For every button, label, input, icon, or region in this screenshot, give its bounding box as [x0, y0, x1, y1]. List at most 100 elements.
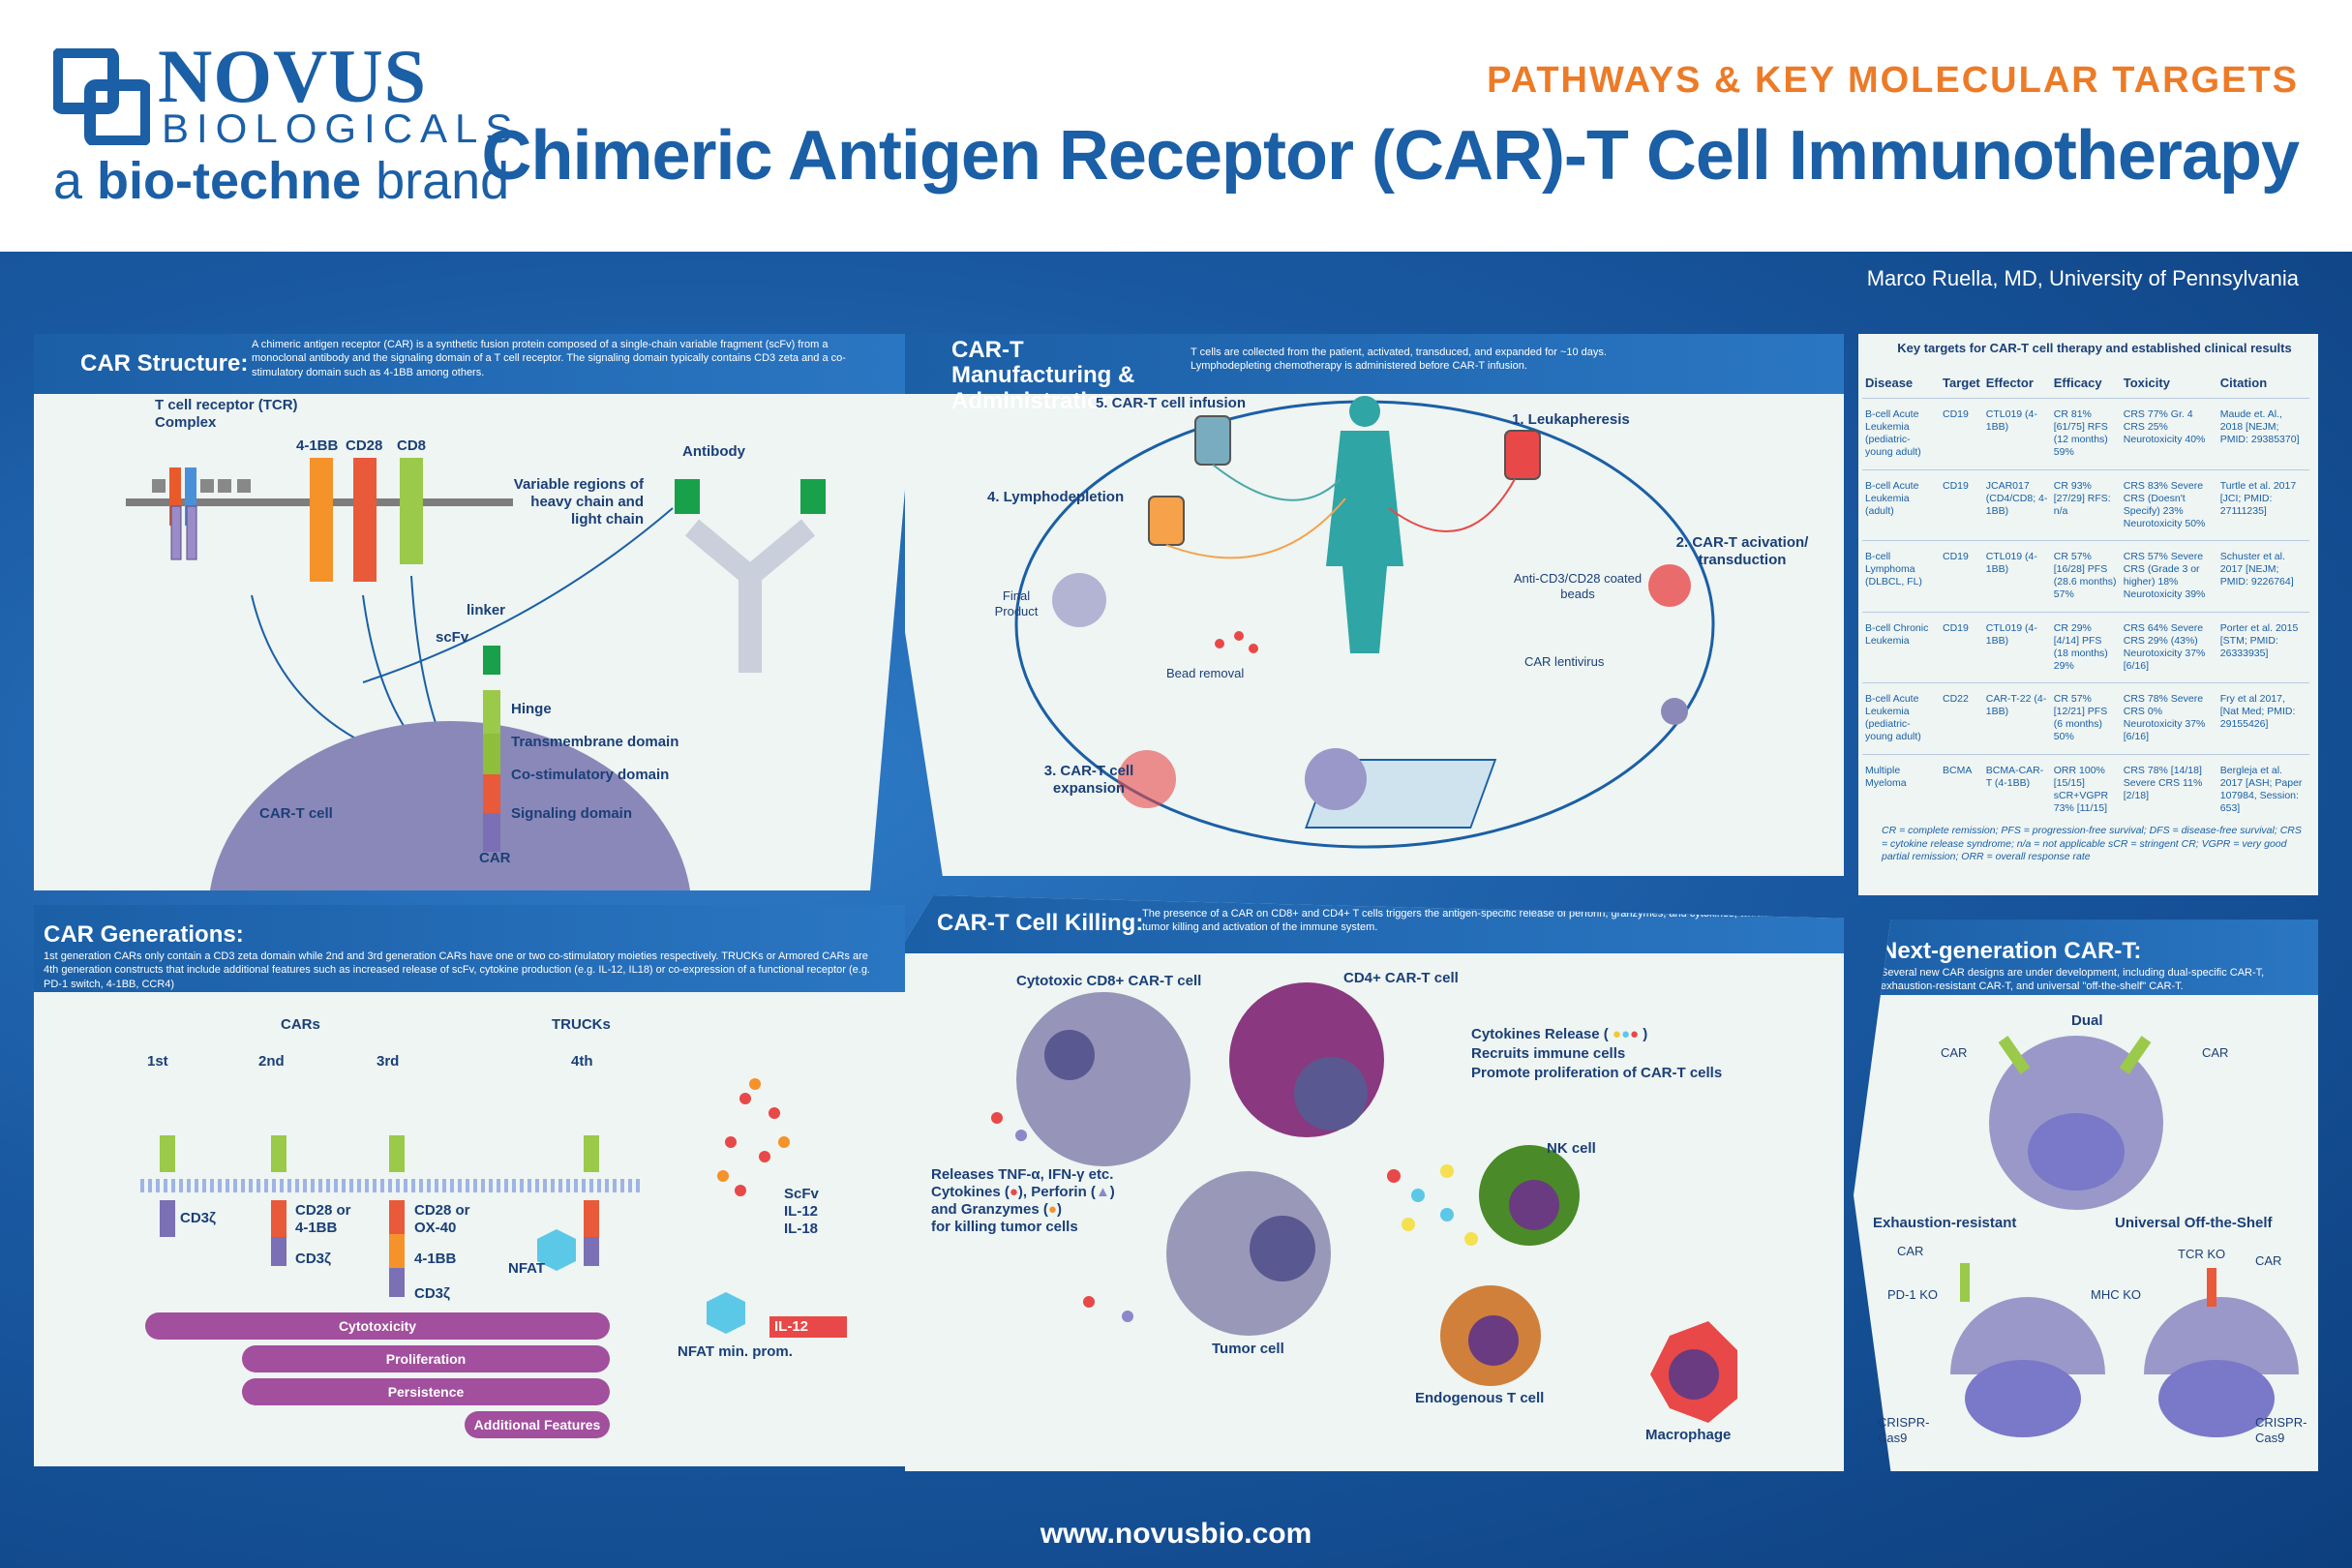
label-car-univ: CAR — [2255, 1253, 2282, 1268]
step-lymphodepletion: 4. Lymphodepletion — [987, 489, 1125, 505]
label-il12-box: IL-12 — [774, 1318, 809, 1335]
label-promote: Promote proliferation of CAR-T cells — [1471, 1065, 1723, 1081]
manufacturing-desc: T cells are collected from the patient, … — [1191, 347, 1607, 373]
cell: CTL019 (4-1BB) — [1982, 398, 2051, 469]
label-releases: Releases TNF-α, IFN-γ etc. Cytokines (●)… — [931, 1166, 1163, 1236]
label-cd28-41bb: CD28 or 4-1BB — [295, 1202, 351, 1236]
cell: CD19 — [1940, 611, 1983, 683]
cell: CRS 57% Severe CRS (Grade 3 or higher) 1… — [2120, 540, 2217, 612]
label-mhc-ko: MHC KO — [2091, 1287, 2141, 1302]
label-crispr-right: CRISPR-Cas9 — [2255, 1415, 2307, 1445]
logo-mark-icon — [53, 48, 150, 145]
table-title: Key targets for CAR-T cell therapy and e… — [1897, 341, 2292, 355]
cell: Fry et al 2017, [Nat Med; PMID: 29155426… — [2216, 682, 2309, 754]
cell: Turtle et al. 2017 [JCI; PMID: 27111235] — [2216, 468, 2309, 541]
releases-line-3: and Granzymes (●) — [931, 1201, 1163, 1219]
generations-diagram — [140, 1078, 847, 1338]
cell: CRS 78% [14/18] Severe CRS 11% [2/18] — [2120, 753, 2217, 825]
releases-text: ) — [1056, 1201, 1062, 1218]
label-payload: ScFv IL-12 IL-18 — [784, 1186, 819, 1237]
cell: CR 81% [61/75] RFS (12 months) 59% — [2050, 398, 2121, 469]
clinical-table: Disease Target Effector Efficacy Toxicit… — [1862, 368, 2309, 825]
bar-proliferation: Proliferation — [242, 1345, 610, 1372]
label-macrophage: Macrophage — [1645, 1427, 1732, 1443]
cell: B-cell Acute Leukemia (pediatric-young a… — [1862, 398, 1940, 469]
granzyme-dot-icon: ● — [1047, 1201, 1057, 1218]
label-gen3: 3rd — [377, 1053, 400, 1070]
releases-text: ) — [1109, 1184, 1115, 1200]
releases-text: and Granzymes ( — [931, 1201, 1048, 1218]
label-crispr-left: CRISPR-Cas9 — [1878, 1415, 1930, 1445]
cell: CD19 — [1940, 540, 1983, 612]
panel-header — [34, 905, 905, 992]
cell: CR 57% [12/21] PFS (6 months) 50% — [2050, 682, 2121, 754]
cell: BCMA — [1940, 753, 1983, 825]
releases-text: Cytokines ( — [931, 1184, 1010, 1200]
label-variable: Variable regions of heavy chain and ligh… — [513, 476, 644, 528]
cell: CRS 77% Gr. 4 CRS 25% Neurotoxicity 40% — [2120, 398, 2217, 469]
col-efficacy: Efficacy — [2053, 376, 2102, 390]
col-citation: Citation — [2219, 376, 2268, 390]
page-title: Chimeric Antigen Receptor (CAR)-T Cell I… — [481, 117, 2300, 195]
label-recruits: Recruits immune cells — [1471, 1045, 1626, 1062]
cell: JCAR017 (CD4/CD8; 4-1BB) — [1982, 468, 2051, 541]
table-footnote: CR = complete remission; PFS = progressi… — [1882, 825, 2302, 863]
cell: Bergleja et al. 2017 [ASH; Paper 107984,… — [2216, 753, 2309, 825]
page-header: NOVUS BIOLOGICALS a bio-techne brand PAT… — [0, 0, 2352, 252]
label-cd3z-1: CD3ζ — [180, 1210, 216, 1226]
label-tm: Transmembrane domain — [511, 734, 679, 750]
tag-post: brand — [361, 152, 510, 210]
tcr-label: T cell receptor (TCR) Complex — [155, 397, 298, 431]
label-nfat: NFAT — [508, 1260, 546, 1277]
cell: CTL019 (4-1BB) — [1982, 540, 2051, 612]
footer-url[interactable]: www.novusbio.com — [1040, 1518, 1312, 1550]
label-41bb: 4-1BB — [296, 437, 339, 454]
releases-line-1: Releases TNF-α, IFN-γ etc. — [931, 1166, 1114, 1183]
label-dual: Dual — [2071, 1012, 2103, 1029]
label-nk-cell: NK cell — [1547, 1140, 1596, 1157]
label-final-product: Final Product — [994, 588, 1039, 618]
label-car-right: CAR — [2202, 1045, 2229, 1060]
label-cars: CARs — [281, 1016, 320, 1033]
manufacturing-title: CAR-T Manufacturing & Administration: — [951, 337, 1135, 414]
generations-desc: 1st generation CARs only contain a CD3 z… — [44, 950, 870, 990]
cytokine-dot-blue-icon: ● — [1620, 1026, 1631, 1042]
label-cd28-ox40: CD28 or OX-40 — [414, 1202, 470, 1236]
releases-line-4: for killing tumor cells — [931, 1219, 1078, 1235]
label-car: CAR — [479, 850, 511, 866]
label-pd1-ko: PD-1 KO — [1887, 1287, 1939, 1302]
cell: BCMA-CAR-T (4-1BB) — [1982, 753, 2051, 825]
label-41bb-3: 4-1BB — [414, 1251, 457, 1267]
label-cd8: CD8 — [397, 437, 427, 454]
cell: Maude et. Al., 2018 [NEJM; PMID: 2938537… — [2216, 398, 2309, 469]
label-tcr-ko: TCR KO — [2178, 1247, 2226, 1261]
releases-line-2: Cytokines (●), Perforin (▲) — [931, 1184, 1163, 1201]
cell: CR 29% [4/14] PFS (18 months) 29% — [2050, 611, 2121, 683]
table-row: B-cell Acute Leukemia (pediatric-young a… — [1862, 398, 2309, 469]
nextgen-title: Next-generation CAR-T: — [1881, 938, 2142, 964]
tag-pre: a — [53, 152, 98, 210]
cell: B-cell Acute Leukemia (adult) — [1862, 468, 1940, 541]
tag-brand: bio-techne — [97, 152, 362, 210]
structure-title: CAR Structure: — [80, 350, 249, 377]
label-car-exh: CAR — [1897, 1244, 1924, 1258]
perforin-triangle-icon: ▲ — [1095, 1184, 1110, 1200]
cytokine-dot-red-icon: ● — [1630, 1026, 1640, 1042]
panel-header — [905, 334, 1844, 394]
car-structure-diagram — [126, 458, 826, 890]
panel-header — [1854, 920, 2318, 995]
label-endogenous: Endogenous T cell — [1415, 1390, 1545, 1406]
manufacturing-cycle-diagram — [1014, 396, 1715, 849]
cell: CR 93% [27/29] RFS: n/a — [2050, 468, 2121, 541]
label-gen1: 1st — [147, 1053, 168, 1070]
cell: B-cell Acute Leukemia (pediatric-young a… — [1862, 682, 1940, 754]
cell: CAR-T-22 (4-1BB) — [1982, 682, 2051, 754]
step-infusion: 5. CAR-T cell infusion — [1096, 395, 1247, 411]
cell: CRS 64% Severe CRS 29% (43%) Neurotoxici… — [2120, 611, 2217, 683]
label-signal: Signaling domain — [511, 805, 633, 822]
novus-logo[interactable]: NOVUS BIOLOGICALS a bio-techne brand — [53, 39, 518, 213]
releases-text: ), Perforin ( — [1017, 1184, 1096, 1200]
label-exhaustion: Exhaustion-resistant — [1873, 1215, 2017, 1231]
